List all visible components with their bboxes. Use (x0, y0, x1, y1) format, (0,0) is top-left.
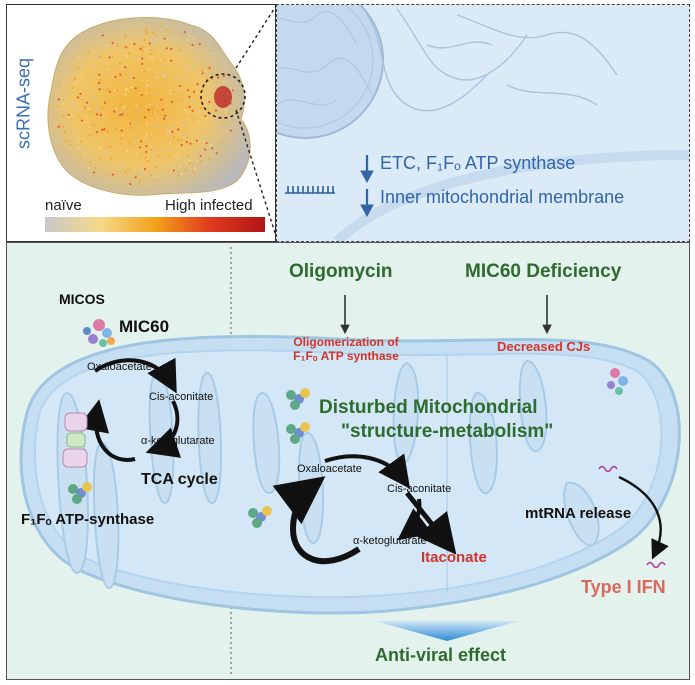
legend-low-label: naïve (45, 197, 82, 214)
mic60-deficiency-label: MIC60 Deficiency (465, 261, 622, 282)
itaconate-label: Itaconate (421, 549, 487, 566)
mitochondrion-illustration (19, 247, 681, 675)
umap-panel: scRNA-seq naïve High infected (6, 4, 276, 242)
tca-right-ketoglutarate: α-ketoglutarate (353, 535, 427, 547)
tca-arrow-right (145, 400, 182, 458)
legend-gradient-bar (45, 217, 265, 232)
mtrna-arrow (618, 475, 669, 560)
mito-panel: MICOS MIC60 Oxaloacetate Cis-aconitate α… (6, 242, 690, 680)
mic60-label: MIC60 (119, 317, 170, 336)
tca-arrow-top (93, 357, 177, 394)
type-i-ifn-label: Type I IFN (581, 577, 666, 597)
tca-left-oxaloacetate: Oxaloacetate (87, 361, 152, 373)
atp-synthase-icon-2 (286, 388, 310, 410)
zoom-connectors (235, 5, 277, 237)
disturbed-label-1: Disturbed Mitochondrial (319, 397, 538, 418)
ifn-squiggle-icon (646, 561, 666, 569)
inner-membrane-text: Inner mitochondrial membrane (380, 187, 625, 207)
micos-label: MICOS (59, 291, 105, 307)
membrane-icon (285, 186, 335, 194)
oligomerization-label-2: F₁Fₒ ATP synthase (293, 349, 399, 363)
micos-complex-icon (83, 319, 115, 347)
cell-illustration (277, 5, 689, 241)
atp-synthase-icon-4 (248, 506, 272, 528)
umap-dots (53, 25, 239, 187)
mtrna-release-label: mtRNA release (525, 505, 632, 522)
tca-left-cis-aconitate: Cis-aconitate (149, 391, 214, 403)
atp-synthase-label: F₁Fₒ ATP-synthase (21, 511, 155, 528)
tca2-arrow-big (272, 476, 361, 565)
transporter-icon (62, 412, 88, 468)
umap-cloud (47, 17, 251, 196)
tca-arrow-left (77, 399, 136, 462)
tca-cycle-title: TCA cycle (141, 471, 218, 488)
infected-cluster-highlight (200, 73, 246, 119)
tca2-arrow-top (324, 453, 411, 489)
itaconate-arrow (405, 491, 457, 555)
oligomycin-label: Oligomycin (289, 261, 393, 282)
oligomerization-label-1: Oligomerization of (293, 335, 399, 349)
tca-left-ketoglutarate: α-ketoglutarate (141, 435, 215, 447)
decreased-cjs-label: Decreased CJs (497, 339, 591, 354)
atp-synthase-icon-3 (286, 422, 310, 444)
etc-text: ETC, F₁Fₒ ATP synthase (380, 153, 576, 173)
tca-right-oxaloacetate: Oxaloacetate (297, 463, 362, 475)
cell-panel: ETC, F₁Fₒ ATP synthase Inner mitochondri… (276, 4, 690, 242)
micos-complex-icon-right (607, 368, 628, 395)
disturbed-label-2: "structure-metabolism" (341, 421, 554, 442)
anti-viral-label: Anti-viral effect (375, 645, 507, 665)
umap-scatter (47, 17, 251, 196)
legend-high-label: High infected (165, 197, 253, 214)
anti-viral-arrow (375, 621, 519, 641)
down-arrow-icon (360, 155, 374, 218)
mtrna-squiggle-icon (598, 465, 618, 473)
tca-right-cis-aconitate: Cis-aconitate (387, 483, 452, 495)
atp-synthase-icon (68, 482, 92, 504)
